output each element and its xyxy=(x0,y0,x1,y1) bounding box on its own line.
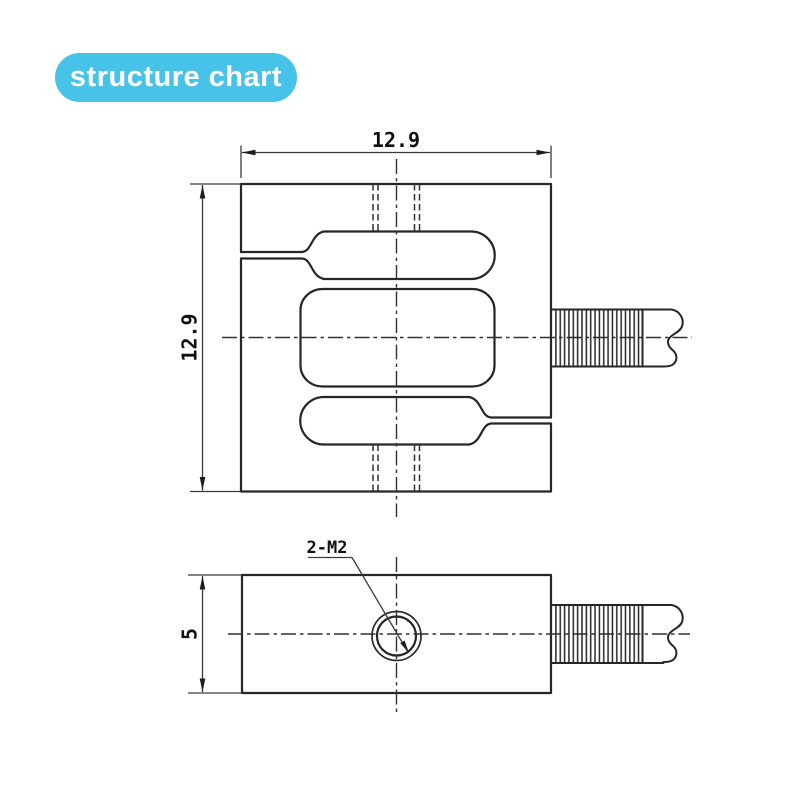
hole-label: 2-M2 xyxy=(307,538,348,558)
dimension-text-thickness: 5 xyxy=(178,628,202,640)
hole-thread-circle xyxy=(371,610,422,662)
threaded-stud-side-view xyxy=(551,604,684,664)
dimension-arrow xyxy=(242,149,256,156)
side-view: 2-M2 5 xyxy=(178,538,690,712)
dimension-arrow xyxy=(199,678,206,692)
badge-label: structure chart xyxy=(69,61,283,93)
dimension-text-width: 12.9 xyxy=(372,128,420,152)
thread-hatching xyxy=(555,310,643,366)
mounting-hole xyxy=(371,610,422,662)
structure-chart-badge: structure chart xyxy=(55,53,297,102)
dimension-width-top: 12.9 xyxy=(240,128,552,178)
leader-line xyxy=(351,557,408,651)
dimension-height-side: 5 xyxy=(178,574,242,694)
top-view: 12.9 12.9 xyxy=(178,128,692,517)
dimension-height-left: 12.9 xyxy=(178,183,241,493)
dimension-arrow xyxy=(199,185,206,199)
leader-arrow xyxy=(400,640,409,653)
threaded-stud-top-view xyxy=(551,308,684,368)
hidden-thread-lines-top xyxy=(372,184,421,232)
s-slot-bottom xyxy=(299,395,553,446)
thread-hatching xyxy=(555,605,643,663)
hidden-thread-lines-bottom xyxy=(372,444,421,492)
dimension-arrow xyxy=(536,149,550,156)
rod-break-line xyxy=(662,308,684,368)
hole-callout: 2-M2 xyxy=(307,538,409,653)
s-slot-top xyxy=(239,230,496,281)
dimension-arrow xyxy=(199,576,206,590)
hole-inner-circle xyxy=(375,615,418,657)
dimension-arrow xyxy=(199,477,206,491)
rod-break-line xyxy=(662,604,684,663)
dimension-text-height: 12.9 xyxy=(178,313,202,361)
